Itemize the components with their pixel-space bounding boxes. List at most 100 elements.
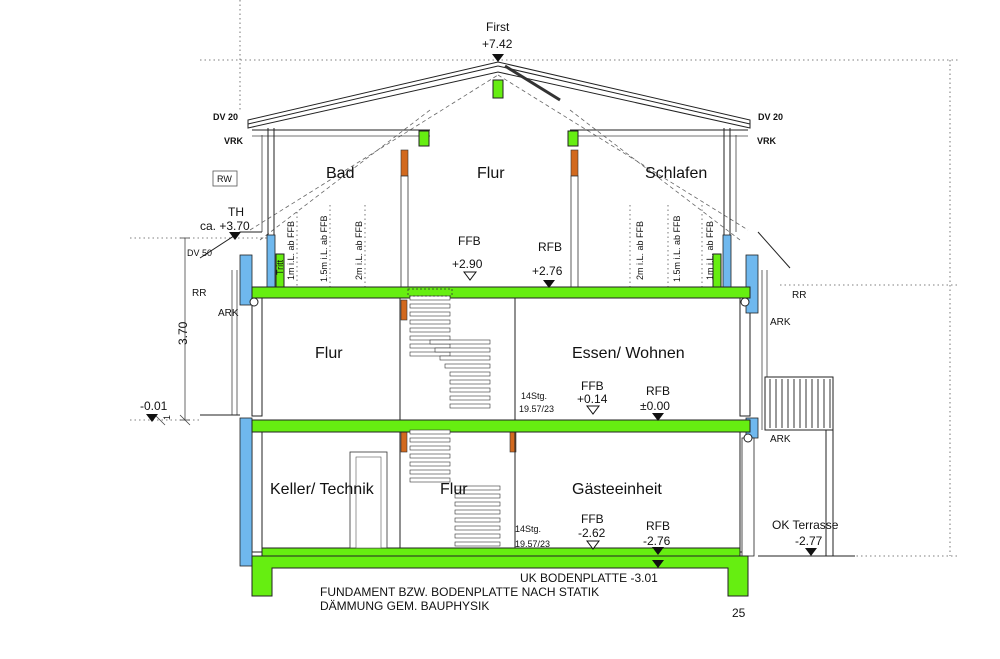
stair-tread-upper-a [409,327,451,333]
ark-right-upper: ARK [770,317,791,328]
stair-tread-lower-b [454,533,501,539]
terrace-value: -2.77 [795,534,823,548]
th-marker [229,232,241,240]
mark-1m-right: 1m i.L. ab FFB [705,221,715,280]
stair-tread-lower-a [409,461,451,467]
room-gaesteeinheit: Gästeeinheit [572,481,662,498]
note-line2: DÄMMUNG GEM. BAUPHYSIK [320,599,489,613]
ground-ffb-value: +0.14 [577,392,608,406]
rw-box [212,170,238,187]
mark-1m-left: 1m i.L. ab FFB [286,221,296,280]
outer-walls [199,135,791,567]
stair-tread-upper-b [449,395,491,401]
attic-walls [266,128,732,289]
ark-left: ARK [218,308,239,319]
ground-rfb-marker [652,413,664,421]
stair-tread-lower-b [454,541,501,547]
stairs-upper-ratio: 19.57/23 [519,404,554,414]
terrace [200,376,855,557]
stair-tread-lower-b [454,509,501,515]
room-flur-base: Flur [440,481,468,498]
roof [247,61,751,241]
attic-ffb-marker [463,271,477,281]
dv20-right: DV 20 [758,112,783,122]
slabs [251,286,751,597]
mark-15m-left: 1.5m i.L. ab FFB [319,215,329,282]
attic-ffb-value: +2.90 [452,257,483,271]
tritt-mark: Tritt [275,259,285,275]
page-number: 25 [732,606,746,620]
room-essen-wohnen: Essen/ Wohnen [572,345,685,362]
base-rfb-label: RFB [646,519,670,533]
dv50-label: DV 50 [187,248,212,258]
ground-ffb-label: FFB [581,379,604,393]
th-value: ca. +3.70 [200,219,250,233]
first-value: +7.42 [482,37,513,51]
stair-tread-lower-b [454,493,501,499]
stair-tread-upper-b [449,403,491,409]
ground-ffb-marker [586,405,600,415]
attic-rfb-value: +2.76 [532,264,563,278]
stair-tread-lower-a [409,469,451,475]
stair-tread-upper-b [444,363,491,369]
dv20-left: DV 20 [213,112,238,122]
vrk-right: VRK [757,136,777,146]
stair-tread-upper-b [434,347,491,353]
room-bad: Bad [326,165,354,182]
base-rfb-marker [652,547,664,555]
slab-bottom-label: UK BODENPLATTE -3.01 [520,571,658,585]
stairs [407,288,501,547]
height-dimension [154,237,191,426]
attic-ffb-label: FFB [458,234,481,248]
stairs-lower-ratio: 19.57/23 [515,539,550,549]
stair-tread-lower-b [454,517,501,523]
attic-rfb-marker [543,280,555,288]
stair-tread-upper-a [409,335,451,341]
vrk-left: VRK [224,136,244,146]
stair-tread-lower-a [409,445,451,451]
stair-tread-upper-b [449,379,491,385]
stair-tread-lower-b [454,525,501,531]
partitions [349,298,516,549]
stair-opening-outline [407,288,453,297]
mark-2m-right: 2m i.L. ab FFB [635,221,645,280]
stair-tread-upper-b [449,387,491,393]
first-marker [492,54,504,62]
stairs-upper-count: 14Stg. [521,391,547,401]
stair-tread-upper-b [429,339,491,345]
stair-tread-upper-a [409,303,451,309]
ark-right-lower: ARK [770,434,791,445]
room-flur-ground: Flur [315,345,343,362]
labels: First +7.42 DV 20 DV 20 VRK VRK RW TH ca… [140,20,839,620]
room-keller-technik: Keller/ Technik [270,481,375,498]
level-markers [146,54,817,568]
room-schlafen: Schlafen [645,165,707,182]
base-ffb-value: -2.62 [578,526,606,540]
one-label: 1 [162,415,172,420]
ground-rfb-value: ±0.00 [640,399,670,413]
terrace-marker [805,548,817,556]
rr-left: RR [192,288,206,299]
slab-bottom-marker [652,560,664,568]
stair-tread-lower-a [409,477,451,483]
attic-rfb-label: RFB [538,240,562,254]
stair-tread-lower-a [409,453,451,459]
terrace-label: OK Terrasse [772,518,839,532]
stair-tread-upper-a [409,343,451,349]
stair-tread-upper-b [439,355,491,361]
stairs-lower-count: 14Stg. [515,524,541,534]
mark-15m-right: 1.5m i.L. ab FFB [672,215,682,282]
stair-tread-lower-a [409,429,451,435]
reference-lines [130,0,960,557]
stair-tread-upper-a [409,311,451,317]
stair-tread-upper-b [449,371,491,377]
note-line1: FUNDAMENT BZW. BODENPLATTE NACH STATIK [320,585,599,599]
minus001-marker [146,414,158,422]
dim-height-label: 3.70 [176,321,190,345]
base-rfb-value: -2.76 [643,534,671,548]
first-label: First [486,20,510,34]
stair-tread-upper-a [409,319,451,325]
stair-tread-lower-a [409,437,451,443]
stair-tread-upper-a [409,295,451,301]
